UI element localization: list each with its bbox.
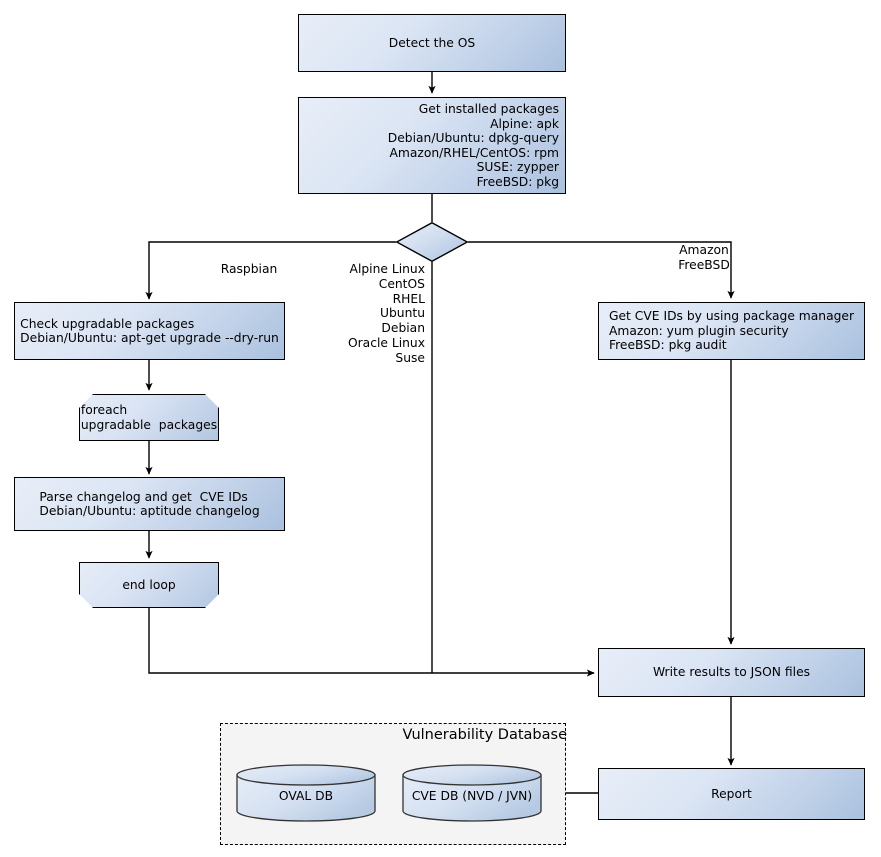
node-get-installed-packages-label: Get installed packages Alpine: apk Debia… (387, 102, 559, 189)
node-end-loop-label: end loop (122, 577, 176, 592)
node-detect-os[interactable]: Detect the OS (298, 14, 566, 72)
node-parse-changelog-label: Parse changelog and get CVE IDs Debian/U… (39, 489, 260, 519)
branch-label-raspbian: Raspbian (220, 262, 278, 276)
edge-endloop-to-write (148, 608, 595, 677)
database-cylinder-cve[interactable]: CVE DB (NVD / JVN) (402, 764, 542, 822)
node-write-results-label: Write results to JSON files (652, 665, 811, 680)
node-report[interactable]: Report (598, 768, 865, 820)
node-foreach-loop-start-label: foreach upgradable packages (80, 403, 218, 432)
node-check-upgradable-packages-label: Check upgradable packages Debian/Ubuntu:… (20, 316, 279, 346)
node-end-loop[interactable]: end loop (79, 562, 219, 608)
node-check-upgradable-packages[interactable]: Check upgradable packages Debian/Ubuntu:… (14, 302, 285, 360)
node-write-results[interactable]: Write results to JSON files (598, 648, 865, 697)
node-get-cve-ids-label: Get CVE IDs by using package manager Ama… (608, 309, 855, 353)
branch-label-middle-distros: Alpine Linux CentOS RHEL Ubuntu Debian O… (347, 262, 425, 365)
node-get-installed-packages[interactable]: Get installed packages Alpine: apk Debia… (298, 97, 566, 194)
database-cylinder-cve-label: CVE DB (NVD / JVN) (411, 789, 533, 803)
node-foreach-loop-start[interactable]: foreach upgradable packages (79, 394, 219, 441)
node-report-label: Report (711, 786, 752, 801)
node-detect-os-label: Detect the OS (388, 35, 476, 50)
database-cylinder-oval-label: OVAL DB (278, 789, 334, 803)
node-get-cve-ids[interactable]: Get CVE IDs by using package manager Ama… (598, 302, 865, 360)
database-cylinder-oval[interactable]: OVAL DB (236, 764, 376, 822)
vulnerability-database-title: Vulnerability Database (402, 727, 567, 743)
branch-label-amazon-freebsd: Amazon FreeBSD (678, 243, 730, 272)
node-os-decision[interactable] (395, 221, 469, 263)
node-parse-changelog[interactable]: Parse changelog and get CVE IDs Debian/U… (14, 477, 285, 531)
